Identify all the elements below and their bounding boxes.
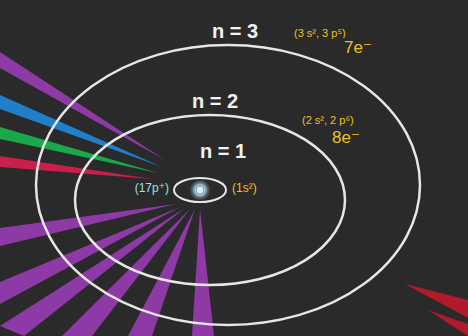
nucleus [196,186,204,194]
purple-arrow [0,204,176,246]
upper-arrows [0,52,165,179]
outer-shell: n = 3(3 s², 3 p⁵)7e⁻n = 2(2 s², 2 p⁶)8e⁻… [36,45,420,325]
inner-shell: n = 1(17p⁺)(1s²) [174,178,226,202]
shell-ellipse [174,178,226,202]
nucleus-glow [189,179,211,201]
shell-ring [174,178,226,202]
electron-configuration: (2 s², 2 p⁶) [300,114,356,127]
red-arrow [405,284,468,318]
lower-arrows [0,204,468,336]
red-arrow [428,310,468,336]
shell-ellipse [75,115,345,285]
electron-configuration: (3 s², 3 p⁵) [292,27,348,40]
electron-configuration: (1s²) [230,182,259,196]
electron-count: 7e⁻ [342,38,374,58]
shell-label: n = 1 [198,140,248,163]
electron-count: 8e⁻ [330,128,362,148]
red-arrow [0,156,152,179]
middle-shell: n = 2(2 s², 2 p⁶)8e⁻n = 1(17p⁺)(1s²) [75,115,345,285]
purple-arrow [192,209,214,336]
proton-count: (17p⁺) [133,182,171,196]
shell-ellipse [36,45,420,325]
shell-label: n = 3 [210,20,260,43]
shell-label: n = 2 [190,90,240,113]
